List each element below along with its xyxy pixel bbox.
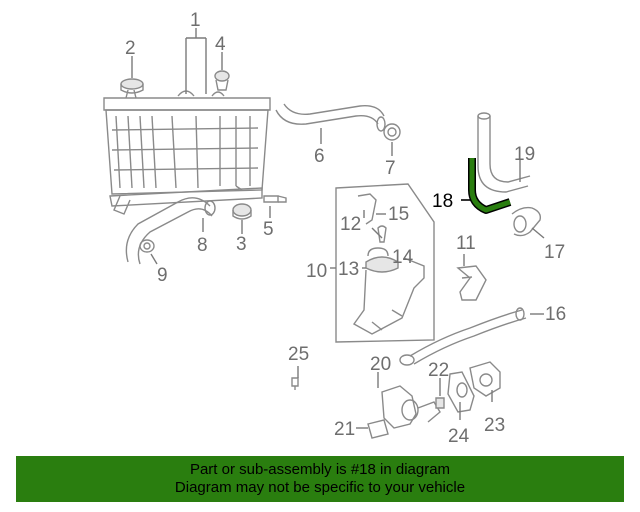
info-banner: Part or sub-assembly is #18 in diagram D… xyxy=(16,456,624,502)
gasket-21 xyxy=(367,419,389,439)
radiator-cap xyxy=(120,78,144,99)
callout-5: 5 xyxy=(263,219,274,240)
coolant-pipe xyxy=(399,307,527,366)
reservoir-assembly xyxy=(335,183,435,343)
thermostat-housing xyxy=(381,385,441,429)
sensor-25 xyxy=(291,377,299,390)
drain-plug xyxy=(214,70,230,91)
callout-14: 14 xyxy=(392,247,414,268)
callout-1: 1 xyxy=(190,10,201,31)
callout-11: 11 xyxy=(456,233,476,254)
callout-2: 2 xyxy=(125,38,136,59)
sensor-22 xyxy=(435,397,445,409)
housing-23 xyxy=(469,361,501,397)
callout-22: 22 xyxy=(428,360,449,381)
bolt xyxy=(263,195,287,203)
callout-16: 16 xyxy=(545,304,566,325)
heater-hose xyxy=(511,206,542,237)
callout-labels: 1 2 3 4 5 6 7 8 9 10 11 12 13 14 15 16 1… xyxy=(125,10,566,447)
callout-17: 17 xyxy=(544,242,565,263)
mount-insulator xyxy=(232,203,252,220)
callout-7: 7 xyxy=(385,158,396,179)
callout-18: 18 xyxy=(432,191,453,212)
callout-9: 9 xyxy=(157,265,168,286)
callout-13: 13 xyxy=(338,259,359,280)
callout-25: 25 xyxy=(288,344,309,365)
callout-6: 6 xyxy=(314,146,325,167)
lower-hose-clamp xyxy=(139,239,155,253)
bracket xyxy=(456,265,487,301)
callout-19: 19 xyxy=(514,144,535,165)
leader-lines xyxy=(131,28,545,429)
callout-8: 8 xyxy=(197,235,208,256)
callout-23: 23 xyxy=(484,415,505,436)
hose-clamp xyxy=(383,123,401,141)
radiator xyxy=(103,90,271,215)
callout-3: 3 xyxy=(236,234,247,255)
callout-12: 12 xyxy=(340,214,361,235)
callout-24: 24 xyxy=(448,426,470,447)
parts-diagram: 1 2 3 4 5 6 7 8 9 10 11 12 13 14 15 16 1… xyxy=(103,10,566,447)
gasket-24 xyxy=(447,371,475,413)
banner-line-1: Part or sub-assembly is #18 in diagram xyxy=(189,461,451,478)
callout-21: 21 xyxy=(334,419,355,440)
callout-10: 10 xyxy=(306,261,327,282)
bypass-hose xyxy=(477,112,531,193)
banner-line-2: Diagram may not be specific to your vehi… xyxy=(174,479,466,496)
callout-20: 20 xyxy=(370,354,391,375)
callout-15: 15 xyxy=(388,204,409,225)
upper-hose xyxy=(275,103,386,132)
lower-hose xyxy=(125,197,216,265)
highlighted-hose-18[interactable] xyxy=(468,158,512,214)
callout-4: 4 xyxy=(215,34,226,55)
